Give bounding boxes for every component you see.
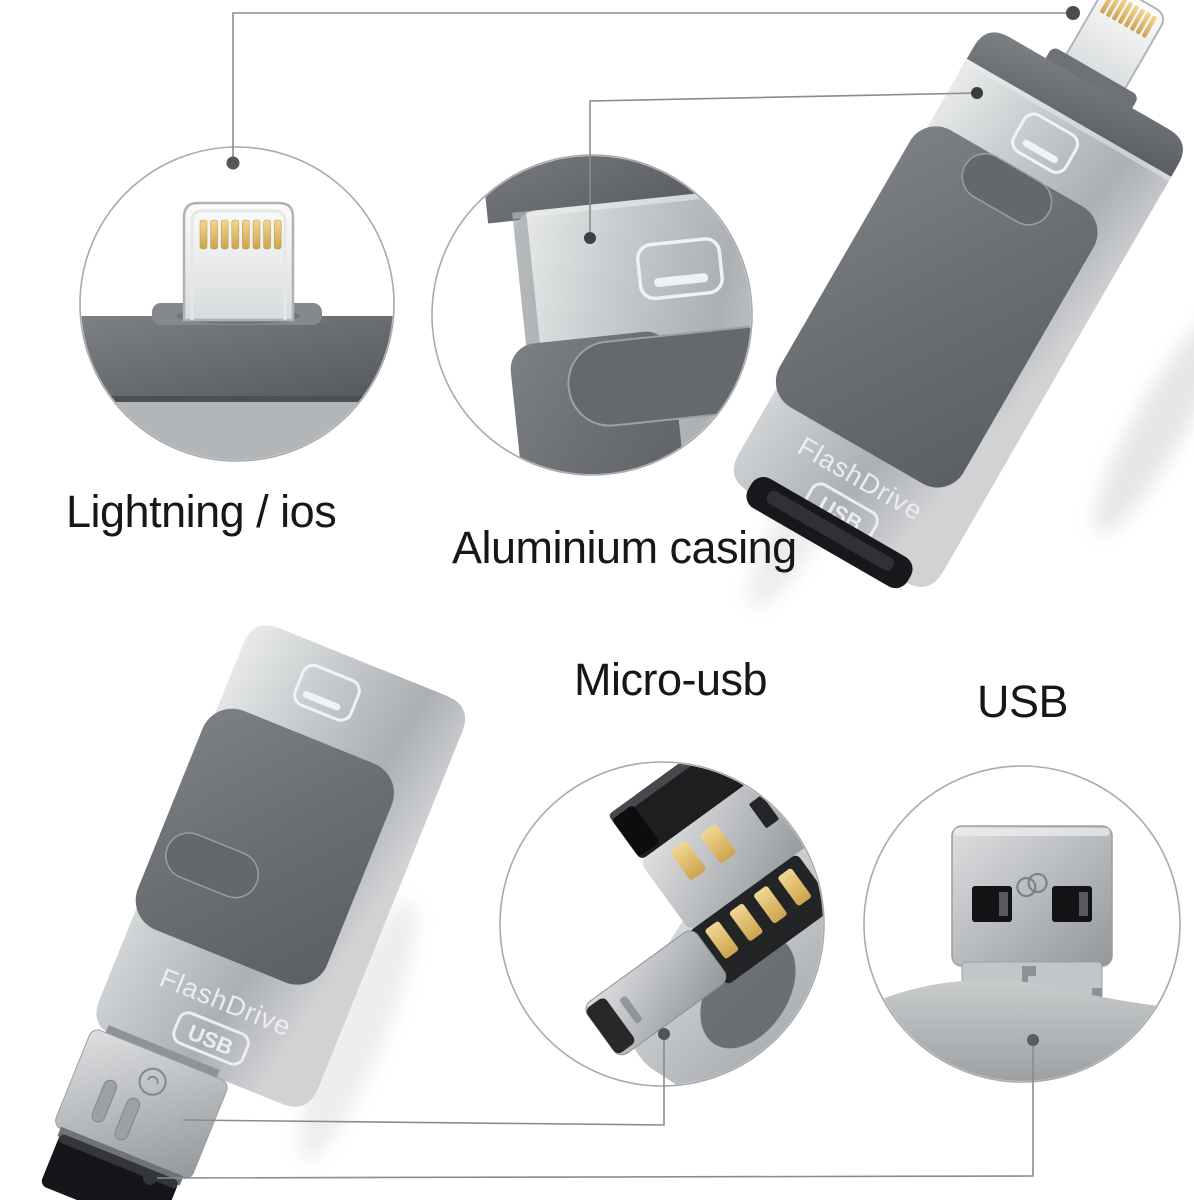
- usb-pin-holes: [972, 886, 1092, 922]
- micro-usb-adapter: [41, 1025, 228, 1200]
- connector-neck: [1045, 48, 1137, 111]
- slot-badge-icon: [1011, 112, 1080, 174]
- lightning-pins: [199, 219, 282, 250]
- leader-line-aluminium: [589, 92, 978, 238]
- callout-circle-micro-usb: [499, 761, 825, 1087]
- label-usb: USB: [977, 676, 1069, 727]
- leader-dots: [143, 6, 1080, 1185]
- leader-lines: [149, 12, 1073, 1179]
- brand-ring-icon: [138, 1067, 167, 1096]
- micro-usb-otg-closeup: [585, 763, 823, 1085]
- usb-port-tongue: [766, 490, 895, 571]
- lightning-pins: [1100, 0, 1157, 38]
- gold-contacts: [705, 868, 811, 959]
- slider-button: [961, 153, 1053, 226]
- brand-ring-icon: [1016, 872, 1048, 898]
- micro-usb-tip: [41, 1135, 178, 1200]
- label-aluminium-casing: Aluminium casing: [452, 522, 797, 573]
- drive-cap: [958, 32, 1183, 191]
- casing-highlight: [964, 58, 1172, 182]
- leader-line-micro-usb: [182, 1034, 665, 1126]
- slot-badge-icon: [635, 237, 724, 301]
- label-lightning-ios: Lightning / ios: [66, 486, 337, 537]
- slider-cover: [135, 708, 394, 985]
- otg-adapter: [585, 763, 823, 1056]
- slider-button: [165, 832, 259, 899]
- slot-badge-icon: [293, 663, 361, 722]
- leader-line-lightning: [232, 12, 1073, 163]
- label-micro-usb: Micro-usb: [574, 654, 768, 705]
- usb-engraving-box: [172, 1011, 250, 1066]
- flash-drive-bottom: FlashDrive USB: [41, 625, 466, 1200]
- flash-drive-top: FlashDrive USB: [733, 0, 1183, 589]
- leader-line-usb: [149, 1040, 1034, 1179]
